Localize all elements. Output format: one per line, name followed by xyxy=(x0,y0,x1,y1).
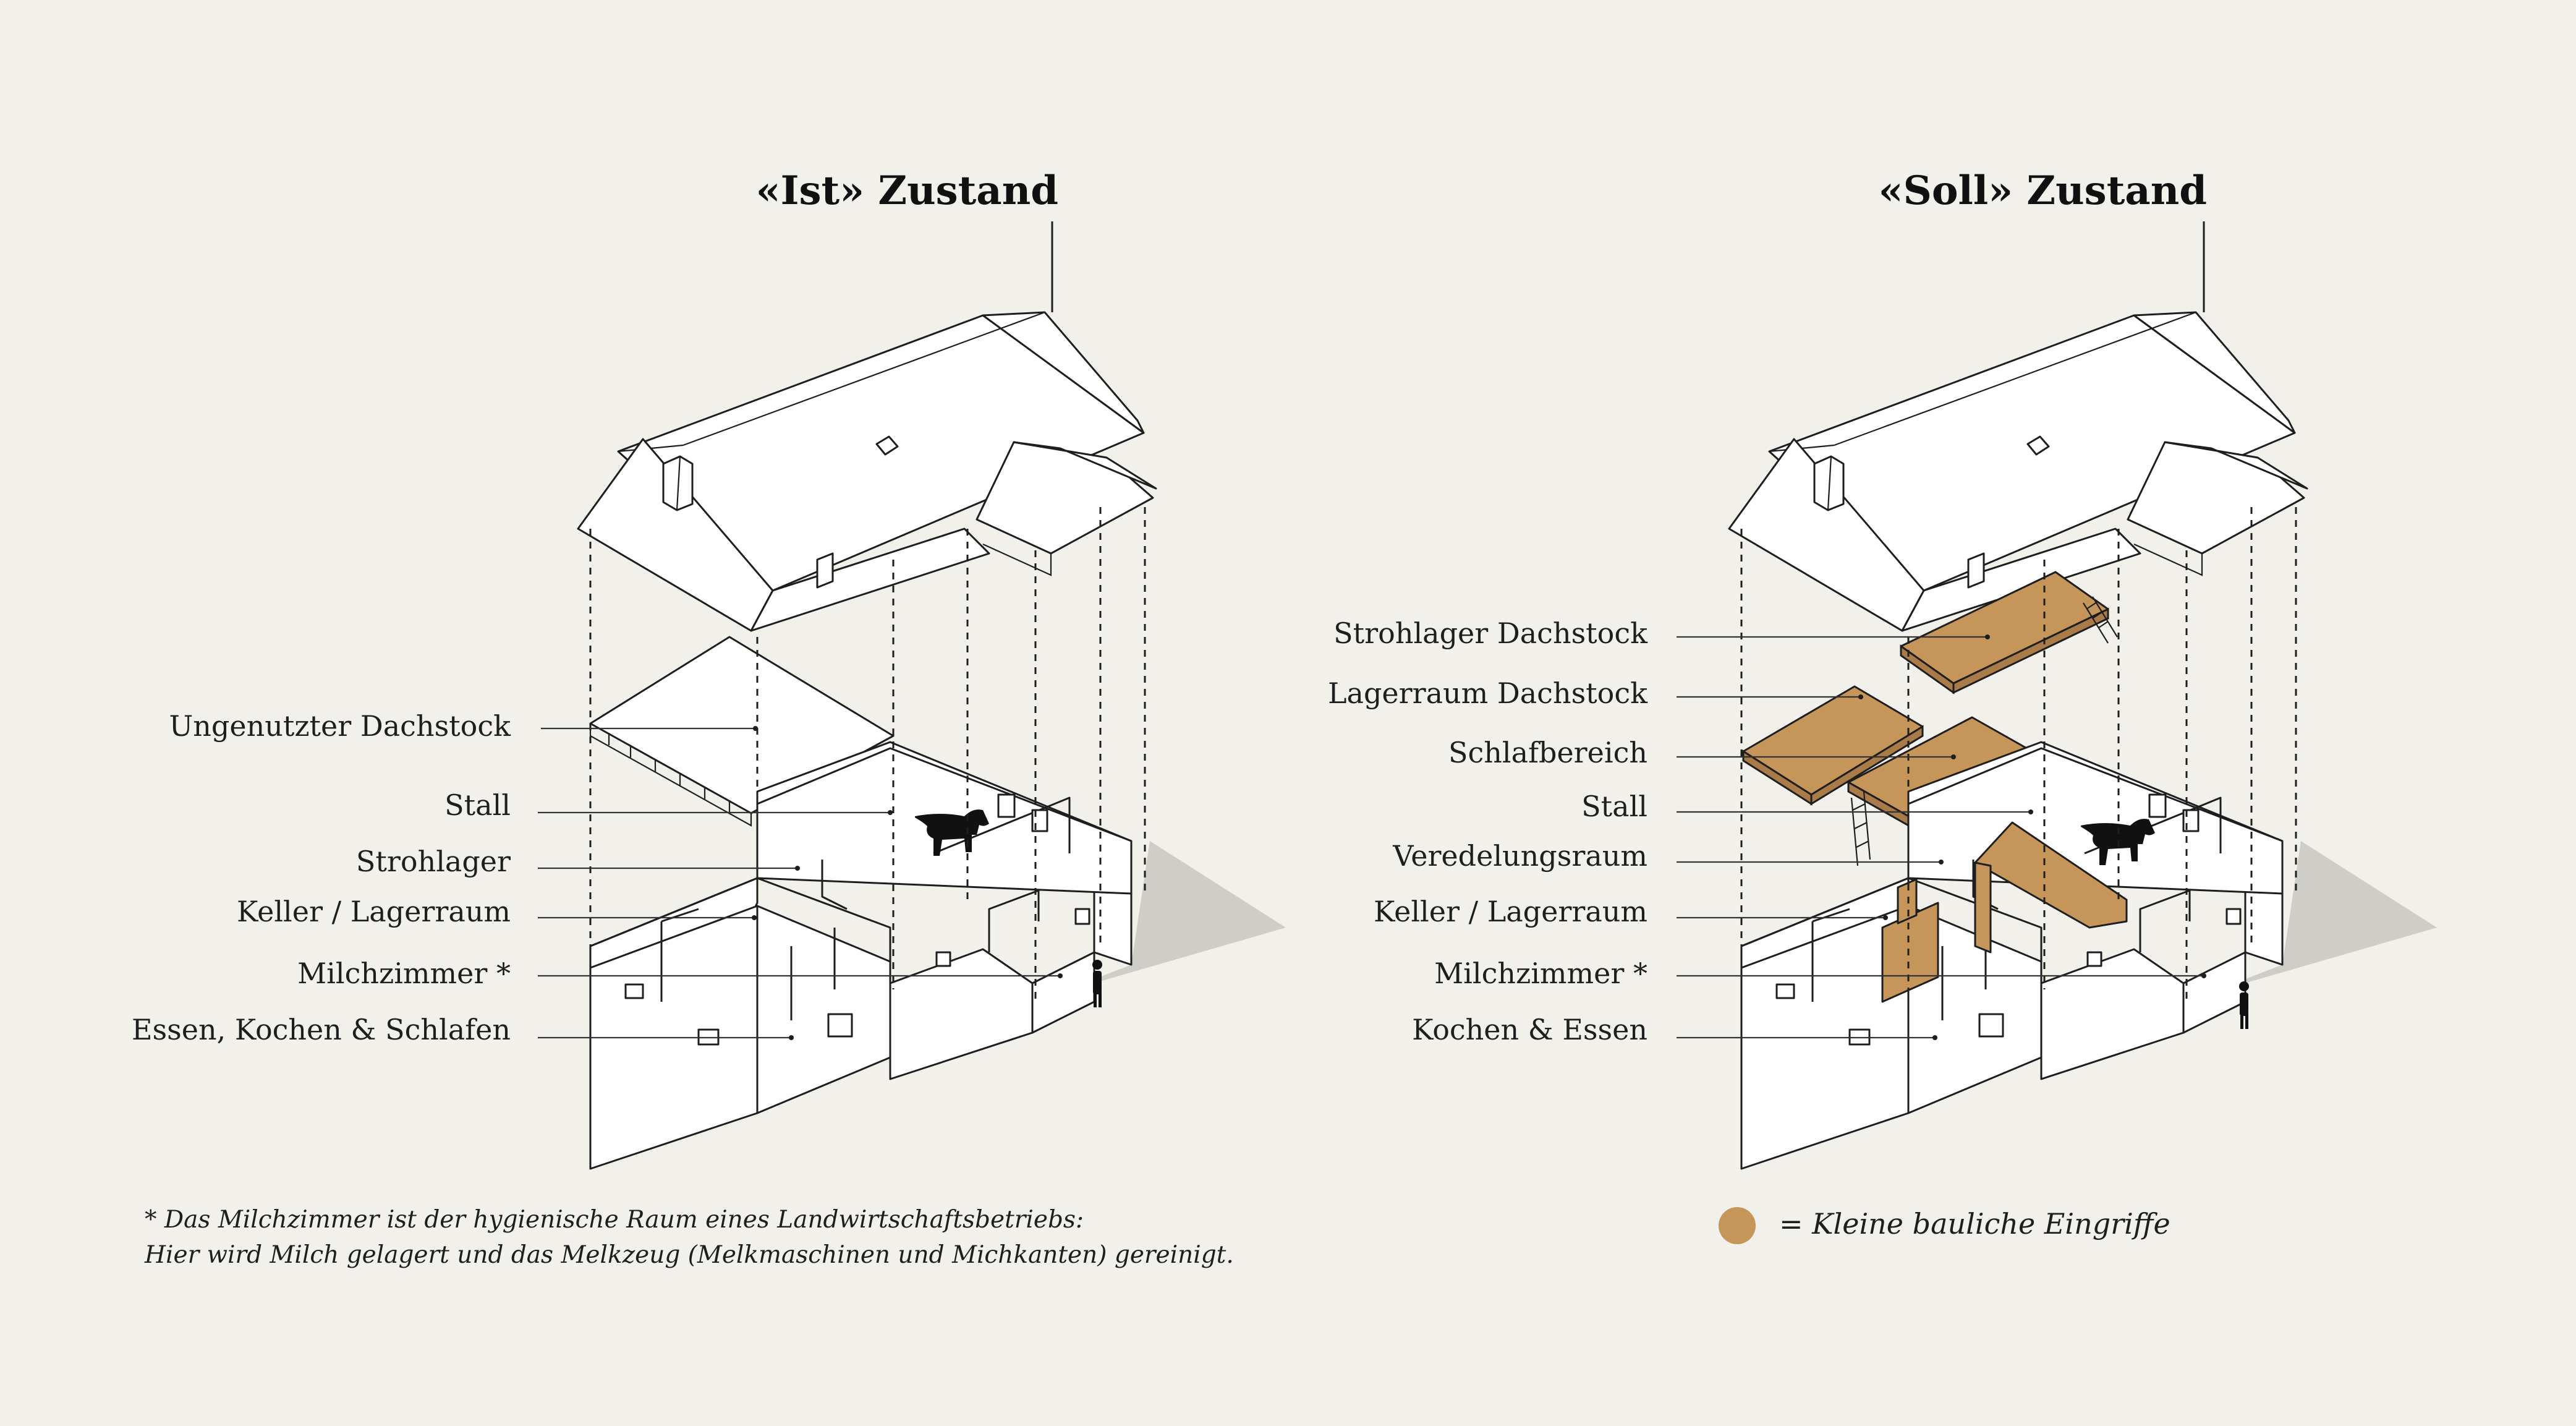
ist-label-keller: Keller / Lagerraum xyxy=(237,895,511,928)
soll-label-kochen-essen: Kochen & Essen xyxy=(1412,1013,1647,1046)
legend-text: = Kleine bauliche Eingriffe xyxy=(1779,1207,2170,1240)
soll-label-veredelungsraum: Veredelungsraum xyxy=(1392,839,1647,873)
footnote-line-2: Hier wird Milch gelagert und das Melkzeu… xyxy=(144,1241,1234,1269)
soll-label-stall: Stall xyxy=(1581,790,1647,823)
ist-label-strohlager: Strohlager xyxy=(356,845,511,878)
legend-swatch xyxy=(1719,1207,1756,1244)
soll-label-milchzimmer: Milchzimmer * xyxy=(1434,957,1647,990)
ist-label-attic: Ungenutzter Dachstock xyxy=(169,709,512,743)
ist-label-milchzimmer: Milchzimmer * xyxy=(297,957,511,990)
ist-diagram: «Ist» Zustand Ungenutzter Dachstock Stal… xyxy=(132,168,1287,1170)
ist-label-stall: Stall xyxy=(444,788,511,822)
soll-title: «Soll» Zustand xyxy=(1879,168,2207,214)
soll-label-schlafbereich: Schlafbereich xyxy=(1448,736,1647,769)
ist-label-wohnen: Essen, Kochen & Schlafen xyxy=(132,1013,511,1046)
ist-title: «Ist» Zustand xyxy=(756,168,1058,214)
soll-label-lagerraum-dachstock: Lagerraum Dachstock xyxy=(1328,677,1648,710)
soll-diagram: «Soll» Zustand Strohlager Dachstock Lage… xyxy=(1328,168,2438,1170)
soll-label-keller: Keller / Lagerraum xyxy=(1374,895,1647,928)
footnote-line-1: * Das Milchzimmer ist der hygienische Ra… xyxy=(145,1206,1084,1234)
soll-label-strohlager-dachstock: Strohlager Dachstock xyxy=(1333,617,1648,650)
